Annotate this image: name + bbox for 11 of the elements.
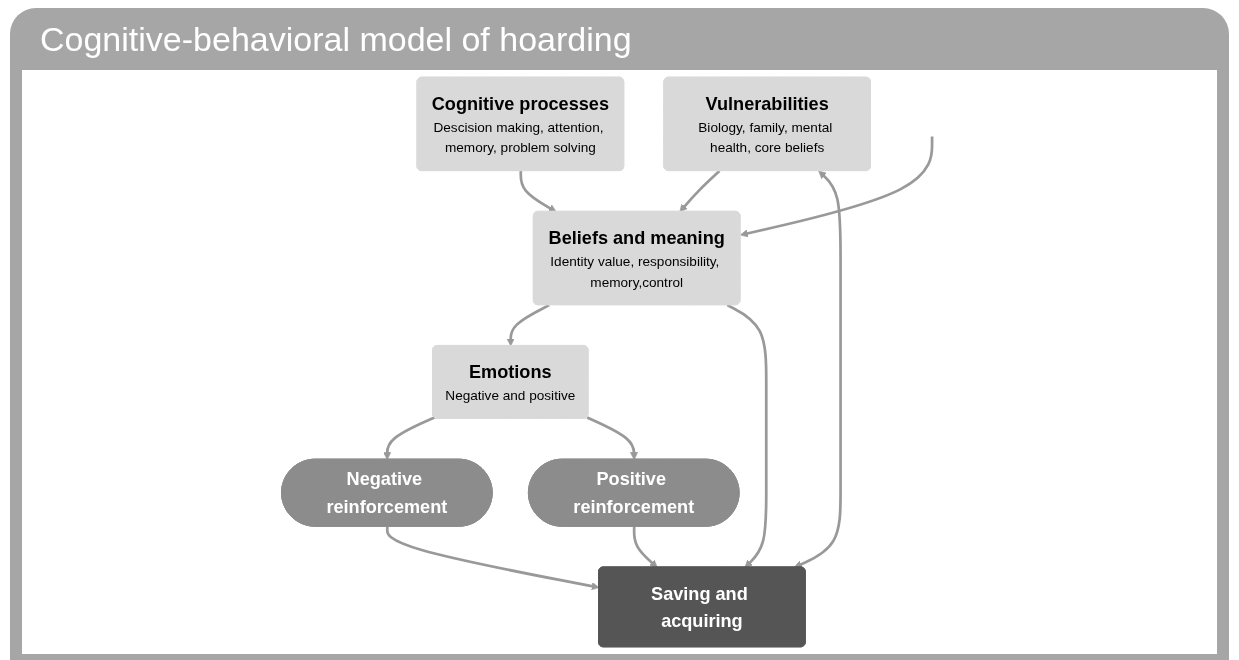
arrow: [519, 171, 557, 213]
arrow: [383, 416, 435, 460]
arrow: [586, 416, 639, 460]
title: Cognitive-behavioral model of hoarding: [40, 20, 632, 59]
arrow: [385, 526, 600, 591]
arrow: [506, 303, 550, 347]
arrow: [679, 170, 721, 213]
arrow: [794, 170, 842, 568]
arrow: [726, 303, 768, 568]
arrow: [740, 136, 934, 238]
arrow: [632, 526, 658, 568]
